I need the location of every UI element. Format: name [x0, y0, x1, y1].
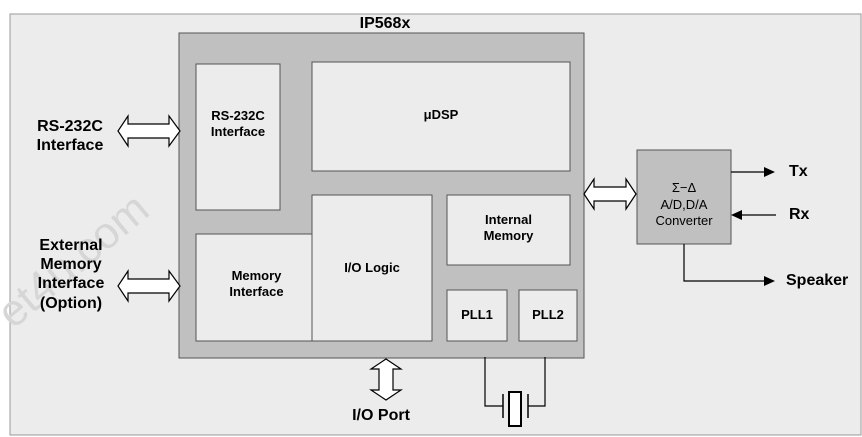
pll2-label: PLL2: [532, 307, 564, 322]
ext-memory-bidirectional-arrow: [117, 269, 181, 303]
ext-memory-external-label: External Memory Interface (Option): [37, 237, 105, 312]
pll2-block: [518, 289, 578, 342]
io-logic-block: [311, 194, 433, 342]
converter-bidirectional-arrow: [583, 177, 637, 211]
udsp-label: μDSP: [423, 107, 459, 122]
crystal-body: [508, 391, 522, 427]
tx-arrowhead: [764, 167, 775, 177]
rs232c-interface-block: [195, 63, 281, 211]
rx-label: Rx: [789, 206, 810, 223]
io-logic-label: I/O Logic: [344, 260, 400, 275]
pll1-block: [446, 289, 508, 342]
internal-memory-block: [446, 194, 571, 266]
speaker-label: Speaker: [786, 272, 849, 289]
io-port-bidirectional-arrow: [369, 358, 403, 401]
memory-interface-block: [195, 233, 318, 342]
converter-label: A/D,D/A Converter: [655, 197, 713, 228]
chip-title: IP568x: [359, 15, 411, 32]
crystal-lead-left: [484, 357, 503, 407]
rs232c-interface-label: RS-232C Interface: [210, 108, 266, 139]
udsp-block: [311, 61, 571, 172]
rs232c-bidirectional-arrow: [117, 114, 181, 148]
converter-block: [636, 149, 732, 245]
crystal-lead-right: [528, 357, 546, 407]
rx-arrowhead: [731, 210, 742, 220]
speaker-line: [683, 244, 765, 282]
internal-memory-label: Internal Memory: [483, 212, 534, 243]
converter-symbol: Σ−Δ: [671, 180, 697, 195]
memory-interface-label: Memory Interface: [229, 268, 284, 299]
tx-label: Tx: [789, 163, 808, 180]
pll1-label: PLL1: [461, 307, 493, 322]
rs232c-external-label: RS-232C Interface: [36, 118, 104, 155]
io-port-label: I/O Port: [352, 407, 410, 424]
speaker-arrowhead: [764, 276, 775, 286]
